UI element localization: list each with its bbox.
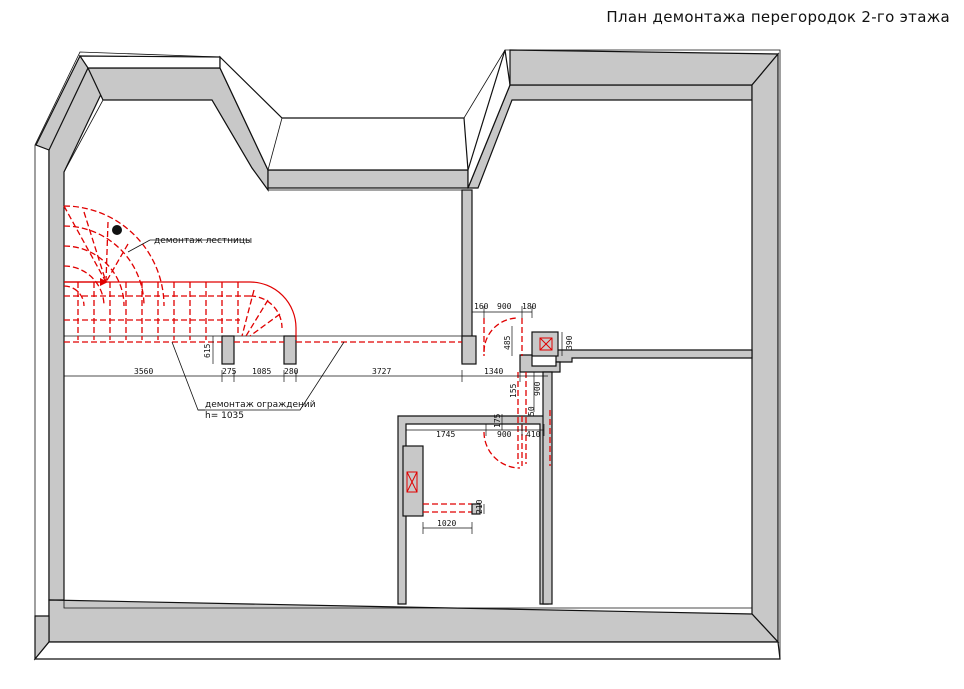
plan-title: План демонтажа перегородок 2-го этажа [606, 8, 950, 26]
demolition-elements [63, 205, 551, 515]
note-railing-demolition: демонтаж ограждений [205, 400, 316, 410]
dim-3727: 3727 [372, 367, 391, 376]
dim-1085: 1085 [252, 367, 271, 376]
dim-615: 615 [203, 343, 212, 358]
outer-walls [33, 49, 781, 661]
dim-485: 485 [503, 335, 512, 350]
dim-1340: 1340 [484, 367, 503, 376]
note-railing-height: h= 1035 [205, 411, 244, 421]
dim-280: 280 [284, 367, 299, 376]
note-stair-demolition: демонтаж лестницы [154, 236, 252, 246]
dim-900-vertical: 900 [533, 381, 542, 396]
stair-centre-marker [112, 225, 122, 235]
dim-180: 180 [522, 302, 537, 311]
dim-900-top: 900 [497, 302, 512, 311]
dimension-lines [63, 306, 563, 534]
inner-walls [64, 189, 753, 605]
dim-900-lower: 900 [497, 430, 512, 439]
dim-1745: 1745 [436, 430, 455, 439]
dim-155: 155 [509, 383, 518, 398]
dim-410: 410 [526, 430, 541, 439]
dim-390: 390 [565, 335, 574, 350]
annotation-leaders [127, 239, 345, 411]
dim-50: 50 [527, 406, 536, 416]
dim-3560: 3560 [134, 367, 153, 376]
dim-175: 175 [493, 413, 502, 428]
dim-160: 160 [474, 302, 489, 311]
dim-210: 210 [475, 499, 484, 514]
dim-1020: 1020 [437, 519, 456, 528]
dim-275: 275 [222, 367, 237, 376]
